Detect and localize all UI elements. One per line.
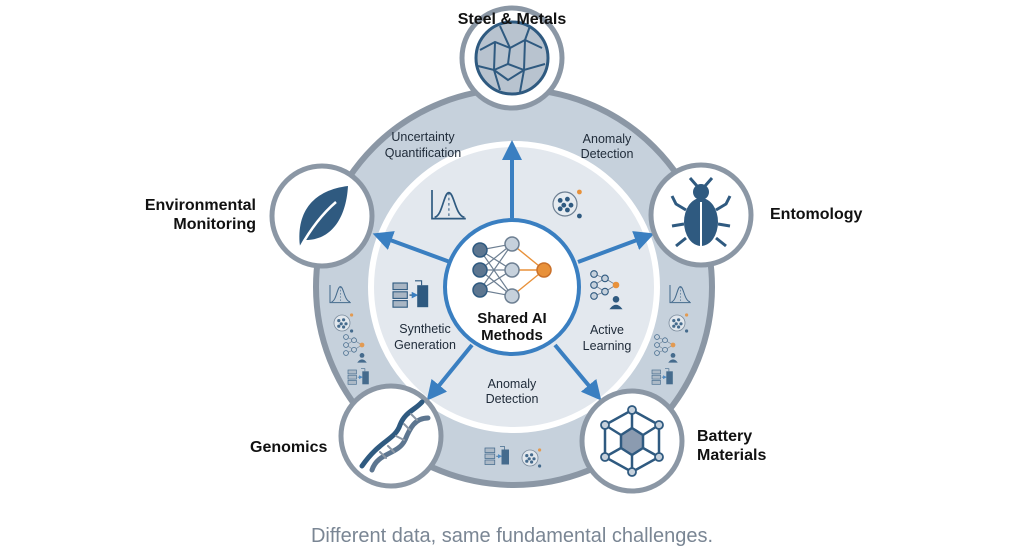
caption: Different data, same fundamental challen… [311,525,713,547]
domain-node-entomology[interactable]: Entomology [648,162,863,268]
arrows [372,140,655,401]
leaf-icon [298,186,348,249]
arrow-entomology [577,231,655,264]
domain-node-genomics[interactable]: Genomics [250,383,444,489]
domain-node-steel[interactable]: Steel & Metals [458,5,567,111]
center-label: Shared AI [477,310,546,327]
metal-grain-icon [474,20,550,96]
dna-icon [359,399,431,473]
svg-text:Entomology: Entomology [770,206,863,223]
arrow-genomics [426,343,474,401]
svg-text:Genomics: Genomics [250,439,327,456]
beetle-icon [670,177,732,248]
crystal-lattice-icon [600,405,664,477]
arrow-battery [553,343,602,401]
arrow-environment [372,231,451,264]
neural-network-icon [472,236,552,304]
svg-text:Steel & Metals: Steel & Metals [458,11,567,28]
